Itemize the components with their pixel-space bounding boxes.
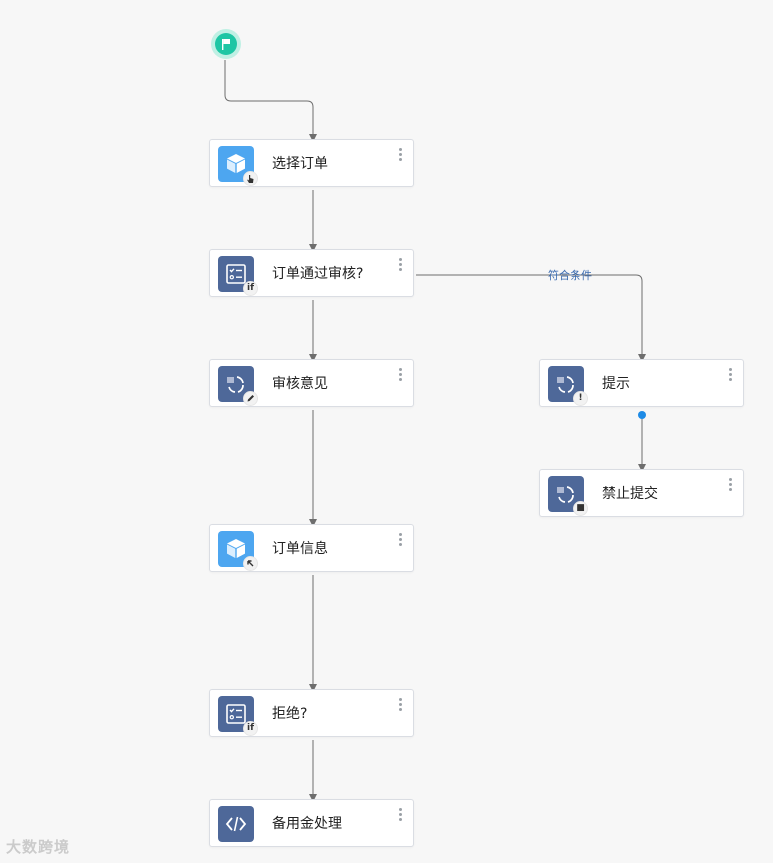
node-menu-button[interactable] xyxy=(397,533,403,551)
node-menu-button[interactable] xyxy=(397,148,403,166)
node-label: 审核意见 xyxy=(272,376,328,392)
form-loop-icon: ! xyxy=(548,366,588,406)
node-label: 订单信息 xyxy=(272,541,328,557)
pointer-hand-icon xyxy=(243,171,258,186)
node-menu-button[interactable] xyxy=(397,368,403,386)
node-forbid-submit[interactable]: ■ 禁止提交 xyxy=(539,469,744,517)
form-loop-icon xyxy=(218,366,258,406)
form-loop-icon: ■ xyxy=(548,476,588,516)
node-select-order[interactable]: 选择订单 xyxy=(209,139,414,187)
node-menu-button[interactable] xyxy=(397,698,403,716)
edge-n2-n7[interactable] xyxy=(416,274,646,362)
if-badge: if xyxy=(243,281,258,296)
checklist-icon: if xyxy=(218,696,258,736)
node-menu-button[interactable] xyxy=(727,368,733,386)
checklist-icon: if xyxy=(218,256,258,296)
edit-icon xyxy=(243,391,258,406)
edge-start-n1[interactable] xyxy=(224,60,317,142)
node-menu-button[interactable] xyxy=(727,478,733,496)
node-order-info[interactable]: 订单信息 xyxy=(209,524,414,572)
node-label: 选择订单 xyxy=(272,156,328,172)
flag-icon xyxy=(215,33,237,55)
node-review-opinion[interactable]: 审核意见 xyxy=(209,359,414,407)
node-label: 拒绝? xyxy=(272,706,308,722)
alert-badge: ! xyxy=(573,391,588,406)
node-order-approved-condition[interactable]: if 订单通过审核? xyxy=(209,249,414,297)
node-menu-button[interactable] xyxy=(397,808,403,826)
start-node[interactable] xyxy=(211,29,241,59)
stop-badge: ■ xyxy=(573,501,588,516)
if-badge: if xyxy=(243,721,258,736)
node-menu-button[interactable] xyxy=(397,258,403,276)
cube-icon xyxy=(218,531,258,571)
node-label: 备用金处理 xyxy=(272,816,342,832)
node-label: 禁止提交 xyxy=(602,486,658,502)
cube-icon xyxy=(218,146,258,186)
edge-label-condition-met[interactable]: 符合条件 xyxy=(548,269,592,282)
node-label: 提示 xyxy=(602,376,630,392)
arrow-out-icon xyxy=(243,556,258,571)
node-petty-cash-processing[interactable]: 备用金处理 xyxy=(209,799,414,847)
connector-dot[interactable] xyxy=(638,411,646,419)
watermark: 大数跨境 xyxy=(6,838,71,856)
node-prompt[interactable]: ! 提示 xyxy=(539,359,744,407)
code-icon xyxy=(218,806,254,842)
node-label: 订单通过审核? xyxy=(272,266,364,282)
node-reject-condition[interactable]: if 拒绝? xyxy=(209,689,414,737)
